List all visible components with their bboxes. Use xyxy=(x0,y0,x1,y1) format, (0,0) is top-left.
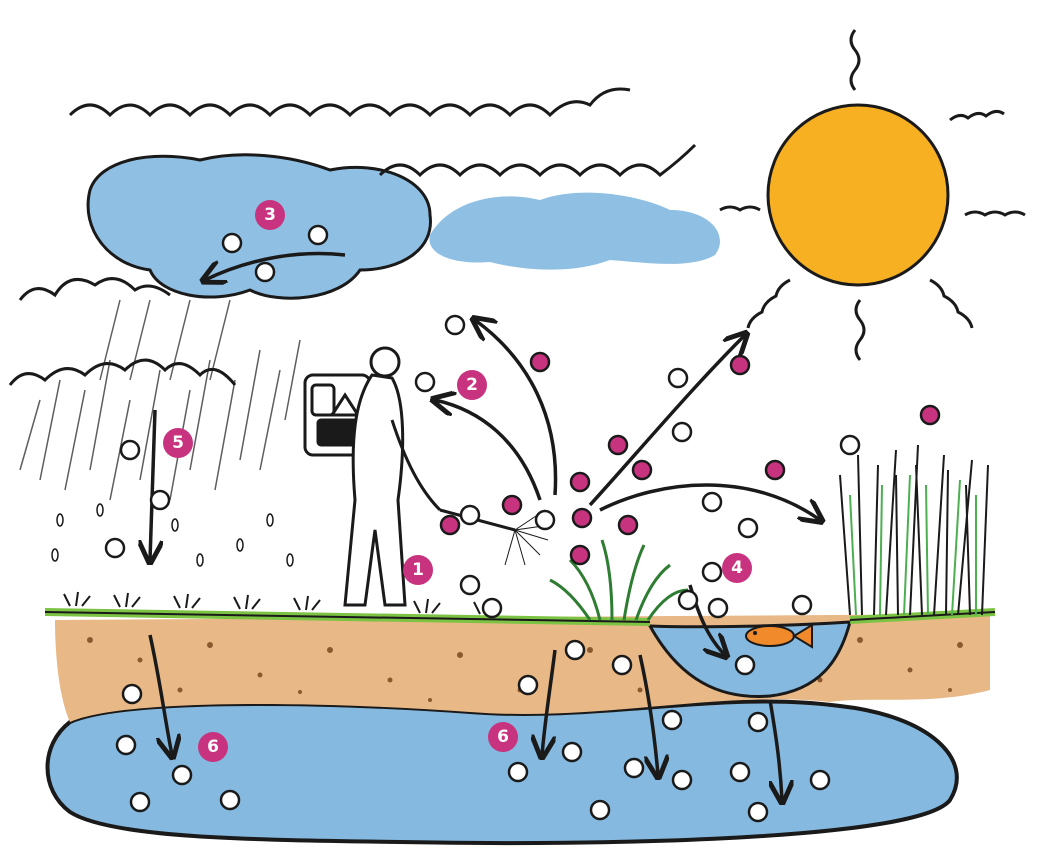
cloud-outline-top xyxy=(70,89,630,115)
raindrops xyxy=(52,504,293,566)
cloud-outline-middle xyxy=(380,145,695,175)
marker-2-drift-volatilization: 2 xyxy=(457,370,487,400)
arrow-rain-down xyxy=(150,410,155,560)
marker-6-groundwater-right: 6 xyxy=(488,722,518,752)
cloud-outline-left xyxy=(20,279,170,300)
marker-1-application: 1 xyxy=(403,555,433,585)
sun-icon xyxy=(720,30,1025,360)
arrow-drift-left xyxy=(435,400,540,500)
marker-3-atmospheric-transport: 3 xyxy=(255,200,285,230)
cloud-blue-right xyxy=(429,193,720,270)
cloud-outline-rain xyxy=(10,360,235,385)
arrow-to-sun xyxy=(590,335,745,505)
marsh-reeds xyxy=(840,445,988,615)
arrow-volatilization-up xyxy=(475,320,556,495)
marker-4-surface-water: 4 xyxy=(722,553,752,583)
marker-5-wet-deposition: 5 xyxy=(163,428,193,458)
rain xyxy=(20,300,300,500)
marker-6-groundwater-left: 6 xyxy=(198,732,228,762)
